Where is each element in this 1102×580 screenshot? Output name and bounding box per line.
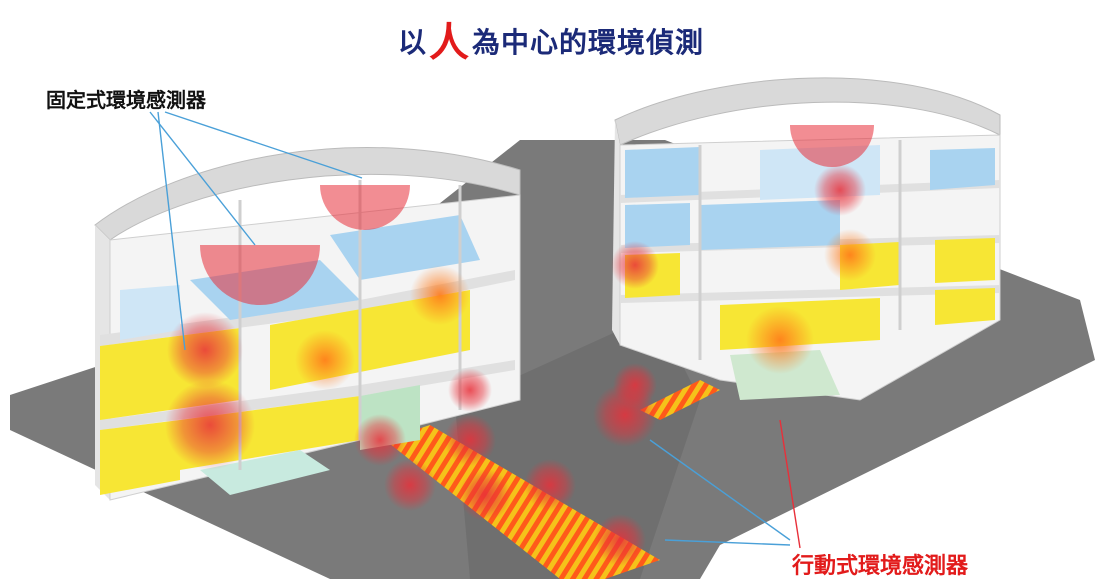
fixed-sensor-label: 固定式環境感測器 [46, 88, 206, 112]
mobile-sensor-glow [354, 414, 406, 466]
fixed-sensor-dome [320, 185, 410, 230]
crosswalk-front [385, 425, 660, 579]
mobile-sensor-glow [384, 459, 436, 511]
title-suffix: 為中心的環境偵測 [472, 26, 705, 59]
leader-lines-red [779, 419, 801, 549]
mobile-sensor-label: 行動式環境感測器 [792, 554, 969, 579]
fixed-sensor-glow [295, 330, 355, 390]
mobile-sensor-glow [524, 459, 576, 511]
fixed-sensor-dome [790, 125, 874, 167]
mobile-sensor-glow [444, 414, 496, 466]
fixed-sensor-glow [167, 312, 243, 388]
leader-lines [149, 111, 791, 546]
mobile-sensor-glow [459, 469, 511, 521]
fixed-sensor-glow [746, 306, 814, 374]
mobile-sensor-glow [594, 514, 646, 566]
mobile-sensor-glow [613, 363, 657, 407]
fixed-sensor-glow [814, 164, 866, 216]
title-emphasis: 人 [429, 20, 470, 66]
fixed-sensor-glow [611, 241, 659, 289]
crosswalk-right [640, 380, 720, 420]
right-building [612, 77, 1001, 401]
mobile-sensor-glow [448, 368, 492, 412]
page-title: 以人為中心的環境偵測 [0, 10, 1102, 68]
title-prefix: 以 [397, 26, 427, 59]
fixed-sensor-glow [410, 265, 470, 325]
fixed-sensor-dome [200, 245, 320, 305]
fixed-sensor-zones [165, 125, 876, 470]
fixed-sensor-glow [165, 380, 255, 470]
mobile-sensor-zones [354, 363, 657, 566]
fixed-sensor-glow [824, 229, 876, 281]
